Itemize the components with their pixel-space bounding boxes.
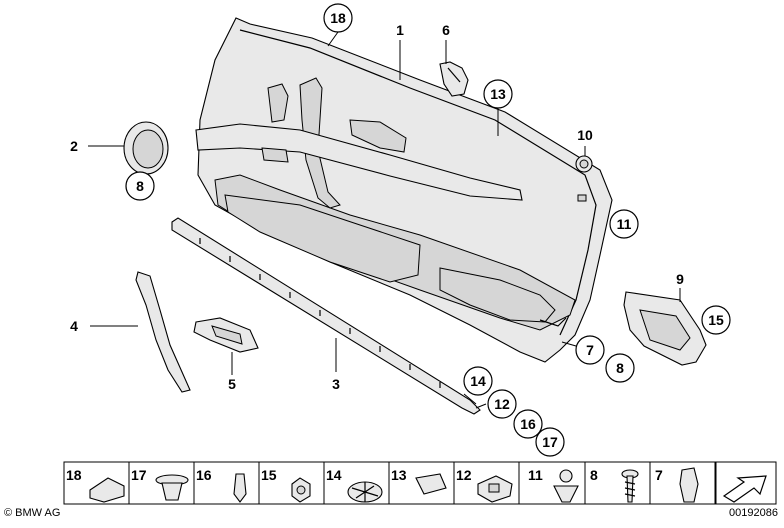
strip-cell-8: 8 xyxy=(590,467,639,503)
bracket-clip xyxy=(439,61,469,97)
strip-cell-15: 15 xyxy=(261,467,311,503)
callout-10: 10 xyxy=(577,127,593,143)
strip-cell-14: 14 xyxy=(326,467,383,503)
callout-2: 2 xyxy=(70,138,78,154)
callout-5: 5 xyxy=(228,376,236,392)
callout-8-bottom: 8 xyxy=(616,360,624,376)
door-cover-strip xyxy=(135,271,191,393)
strip-cell-12: 12 xyxy=(456,467,513,503)
callout-4: 4 xyxy=(70,318,78,334)
svg-text:11: 11 xyxy=(528,467,543,483)
callout-18: 18 xyxy=(330,10,346,26)
door-trim-panel xyxy=(195,17,613,363)
drawing-number: 00192086 xyxy=(729,507,778,519)
callout-14: 14 xyxy=(470,373,486,389)
strip-cell-17: 17 xyxy=(131,467,189,501)
callout-11: 11 xyxy=(617,216,632,232)
callout-9: 9 xyxy=(676,271,684,287)
window-seal-strip xyxy=(171,217,481,415)
svg-text:17: 17 xyxy=(131,467,147,483)
leader-lines xyxy=(88,31,681,409)
callout-1: 1 xyxy=(396,22,404,38)
callout-8-top: 8 xyxy=(136,178,144,194)
copyright-notice: © BMW AG xyxy=(4,507,61,519)
callout-13: 13 xyxy=(490,86,506,102)
svg-text:8: 8 xyxy=(590,467,598,483)
inner-door-handle xyxy=(193,317,259,353)
holder-bracket xyxy=(623,291,707,366)
svg-text:7: 7 xyxy=(655,467,663,483)
callout-17: 17 xyxy=(542,434,558,450)
callout-16: 16 xyxy=(520,416,536,432)
callout-6: 6 xyxy=(442,22,450,38)
svg-text:12: 12 xyxy=(456,467,472,483)
callout-labels: 18 1 6 13 10 2 8 11 9 15 4 7 8 5 3 14 12… xyxy=(70,3,731,457)
strip-cell-11: 11 xyxy=(528,467,579,503)
parts-strip: 18 17 16 15 14 13 12 xyxy=(63,461,777,505)
strip-cell-18: 18 xyxy=(66,467,125,503)
svg-text:15: 15 xyxy=(261,467,277,483)
strip-cell-13: 13 xyxy=(391,467,447,495)
svg-text:14: 14 xyxy=(326,467,342,483)
clip-part-10 xyxy=(575,155,593,173)
svg-text:13: 13 xyxy=(391,467,407,483)
arrow-icon xyxy=(722,475,767,503)
callout-15: 15 xyxy=(708,312,724,328)
strip-cell-16: 16 xyxy=(196,467,247,503)
svg-text:16: 16 xyxy=(196,467,212,483)
callout-3: 3 xyxy=(332,376,340,392)
callout-12: 12 xyxy=(494,396,510,412)
strip-cell-7: 7 xyxy=(655,467,699,503)
svg-text:18: 18 xyxy=(66,467,82,483)
speaker-cover xyxy=(123,121,169,175)
callout-7: 7 xyxy=(586,342,594,358)
